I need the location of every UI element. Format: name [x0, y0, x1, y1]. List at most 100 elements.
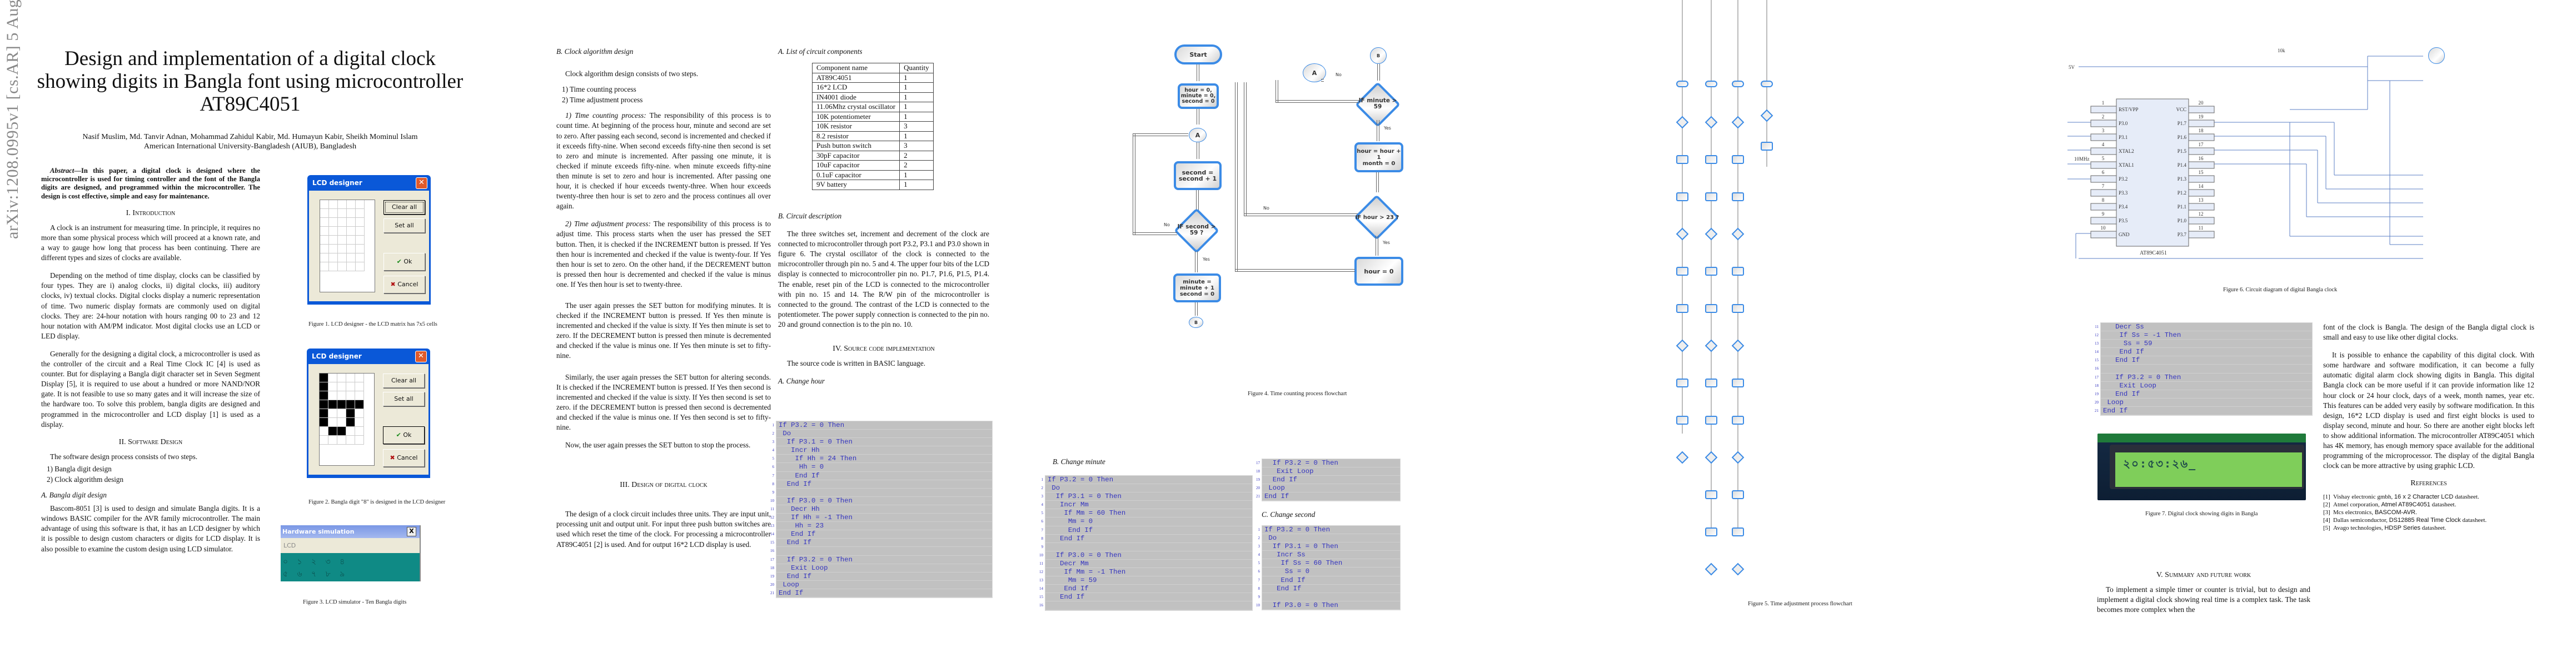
- lcd-cell[interactable]: [338, 209, 346, 217]
- lcd-cell[interactable]: [337, 427, 346, 435]
- cancel-button[interactable]: ✖ Cancel: [383, 449, 425, 467]
- close-icon[interactable]: X: [407, 527, 416, 536]
- lcd-cell[interactable]: [347, 200, 355, 208]
- lcd-cell[interactable]: [329, 218, 337, 226]
- lcd-cell[interactable]: [347, 218, 355, 226]
- lcd-matrix-grid[interactable]: [319, 373, 375, 466]
- lcd-cell[interactable]: [320, 209, 328, 217]
- lcd-cell[interactable]: [346, 418, 355, 426]
- lcd-cell[interactable]: [329, 209, 337, 217]
- ok-button[interactable]: ✔ Ok: [383, 253, 425, 271]
- lcd-cell[interactable]: [329, 200, 337, 208]
- clear-all-button[interactable]: Clear all: [383, 374, 425, 388]
- lcd-cell[interactable]: [356, 236, 364, 244]
- lcd-cell[interactable]: [347, 227, 355, 235]
- lcd-cell[interactable]: [328, 409, 337, 417]
- lcd-cell[interactable]: [356, 262, 364, 271]
- lcd-cell[interactable]: [347, 209, 355, 217]
- lcd-cell[interactable]: [355, 418, 363, 426]
- lcd-cell[interactable]: [338, 262, 346, 271]
- lcd-cell[interactable]: [320, 374, 328, 382]
- lcd-cell[interactable]: [320, 227, 328, 235]
- lcd-cell[interactable]: [320, 391, 328, 400]
- lcd-cell[interactable]: [338, 227, 346, 235]
- lcd-cell[interactable]: [328, 391, 337, 400]
- lcd-cell[interactable]: [346, 391, 355, 400]
- lcd-cell[interactable]: [355, 382, 363, 391]
- lcd-cell[interactable]: [328, 374, 337, 382]
- lcd-cell[interactable]: [356, 227, 364, 235]
- ok-button[interactable]: ✔ Ok: [383, 426, 425, 444]
- lcd-cell[interactable]: [320, 418, 328, 426]
- lcd-cell[interactable]: [329, 262, 337, 271]
- lcd-cell[interactable]: [320, 409, 328, 417]
- set-all-button[interactable]: Set all: [383, 218, 425, 233]
- lcd-cell[interactable]: [329, 253, 337, 262]
- lcd-cell[interactable]: [338, 236, 346, 244]
- lcd-cell[interactable]: [320, 218, 328, 226]
- lcd-cell[interactable]: [346, 374, 355, 382]
- lcd-cell[interactable]: [320, 436, 328, 444]
- lcd-cell[interactable]: [346, 382, 355, 391]
- lcd-cell[interactable]: [355, 374, 363, 382]
- lcd-cell[interactable]: [328, 400, 337, 409]
- lcd-cell[interactable]: [329, 227, 337, 235]
- lcd-cell[interactable]: [346, 436, 355, 444]
- lcd-cell[interactable]: [328, 427, 337, 435]
- lcd-cell[interactable]: [356, 209, 364, 217]
- lcd-cell[interactable]: [355, 436, 363, 444]
- code-text: If P3.0 = 0 Then: [779, 496, 853, 505]
- lcd-cell[interactable]: [320, 427, 328, 435]
- lcd-cell[interactable]: [320, 400, 328, 409]
- lcd-cell[interactable]: [320, 245, 328, 253]
- close-icon[interactable]: ✕: [415, 351, 427, 362]
- lcd-cell[interactable]: [347, 236, 355, 244]
- lcd-cell[interactable]: [347, 245, 355, 253]
- close-icon[interactable]: ✕: [416, 177, 427, 189]
- lcd-cell[interactable]: [337, 374, 346, 382]
- lcd-cell[interactable]: [338, 253, 346, 262]
- lcd-cell[interactable]: [320, 262, 328, 271]
- lcd-cell[interactable]: [338, 218, 346, 226]
- lcd-cell[interactable]: [338, 245, 346, 253]
- lcd-cell[interactable]: [337, 400, 346, 409]
- lcd-cell[interactable]: [346, 409, 355, 417]
- lcd-photo: ২০:৫৩:২৬_: [2097, 434, 2306, 500]
- clear-all-button[interactable]: Clear all: [383, 200, 425, 215]
- lcd-cell[interactable]: [329, 236, 337, 244]
- lcd-cell[interactable]: [346, 400, 355, 409]
- lcd-cell[interactable]: [355, 400, 363, 409]
- line-number: 6: [772, 465, 775, 470]
- reference-suffix: datasheet.: [2430, 501, 2457, 509]
- lcd-cell[interactable]: [328, 436, 337, 444]
- lcd-cell[interactable]: [337, 391, 346, 400]
- code-line: 20 Loop: [770, 581, 992, 589]
- page-1: arXiv:1208.0995v1 [cs.AR] 5 Aug 2012 Des…: [0, 0, 500, 667]
- lcd-cell[interactable]: [337, 418, 346, 426]
- lcd-cell[interactable]: [356, 253, 364, 262]
- lcd-cell[interactable]: [320, 382, 328, 391]
- lcd-cell[interactable]: [355, 409, 363, 417]
- lcd-cell[interactable]: [356, 218, 364, 226]
- lcd-cell[interactable]: [320, 200, 328, 208]
- lcd-cell[interactable]: [356, 245, 364, 253]
- cancel-button[interactable]: ✖ Cancel: [383, 276, 425, 293]
- lcd-cell[interactable]: [320, 236, 328, 244]
- lcd-cell[interactable]: [347, 253, 355, 262]
- set-all-button[interactable]: Set all: [383, 392, 425, 406]
- lcd-cell[interactable]: [355, 391, 363, 400]
- lcd-cell[interactable]: [346, 427, 355, 435]
- lcd-cell[interactable]: [329, 245, 337, 253]
- lcd-cell[interactable]: [320, 253, 328, 262]
- lcd-cell[interactable]: [328, 418, 337, 426]
- lcd-cell[interactable]: [328, 382, 337, 391]
- pin-number: 13: [2199, 197, 2204, 203]
- lcd-matrix-grid[interactable]: [320, 200, 375, 292]
- lcd-cell[interactable]: [355, 427, 363, 435]
- lcd-cell[interactable]: [356, 200, 364, 208]
- lcd-cell[interactable]: [347, 262, 355, 271]
- lcd-cell[interactable]: [337, 382, 346, 391]
- lcd-cell[interactable]: [337, 436, 346, 444]
- lcd-cell[interactable]: [337, 409, 346, 417]
- lcd-cell[interactable]: [338, 200, 346, 208]
